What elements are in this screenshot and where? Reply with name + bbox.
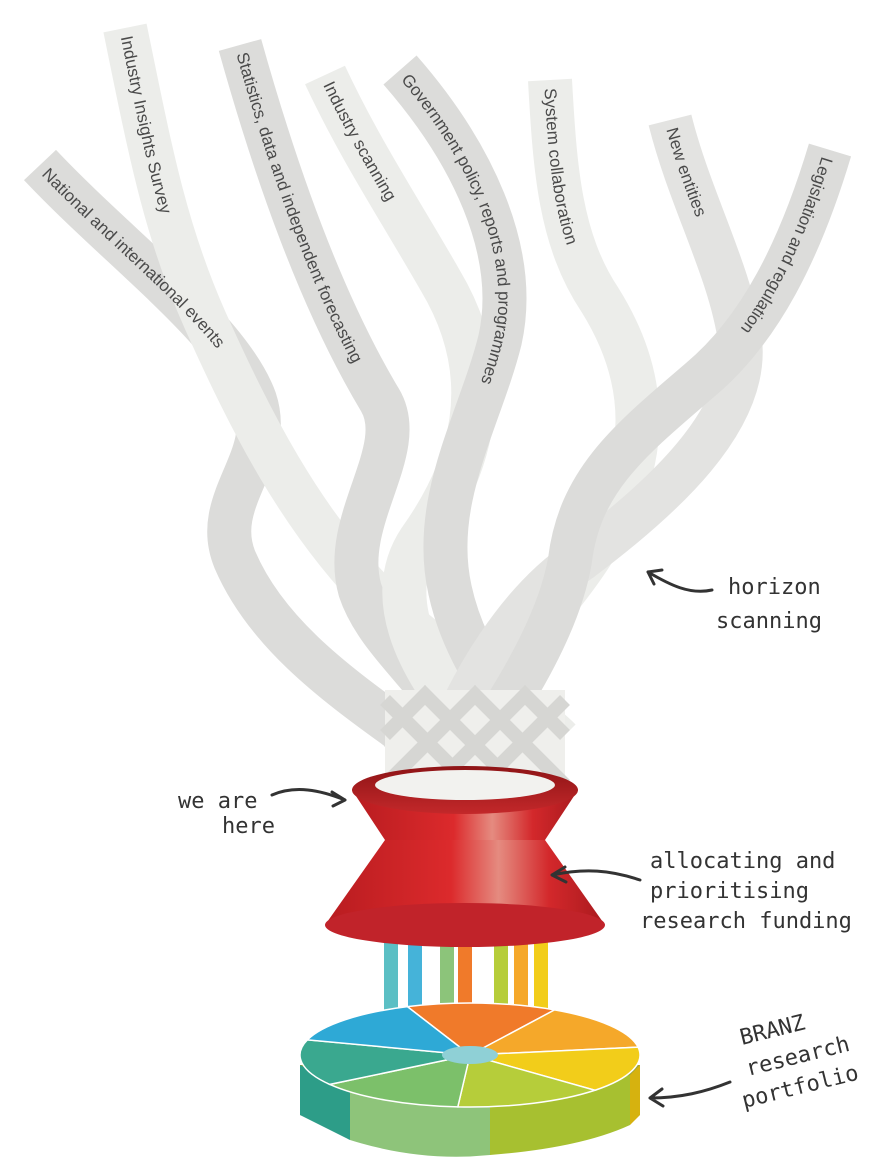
annotation-we-are-here: we are here xyxy=(178,789,345,839)
annotation-branz-portfolio: BRANZ research portfolio xyxy=(650,1011,861,1114)
funding-funnel xyxy=(325,766,605,947)
annotation-funding-line1: allocating and xyxy=(650,849,835,874)
arrow-icon xyxy=(648,570,712,591)
annotation-funding-line3: research funding xyxy=(640,909,852,934)
annotation-here-line1: we are xyxy=(178,789,257,814)
research-portfolio-pie xyxy=(300,1003,640,1157)
annotation-horizon-scanning: horizon scanning xyxy=(648,570,822,634)
annotation-horizon-line2: scanning xyxy=(716,609,822,634)
pie-top xyxy=(300,1003,640,1107)
ribbon-label-7: Legislation and regulation xyxy=(737,155,836,338)
pie-hub xyxy=(442,1046,498,1064)
annotation-funding-line2: prioritising xyxy=(650,879,809,904)
annotation-here-line2: here xyxy=(222,814,275,839)
arrow-icon xyxy=(272,790,345,806)
annotation-horizon-line1: horizon xyxy=(728,575,821,600)
arrow-icon xyxy=(650,1082,730,1106)
ribbons xyxy=(40,28,830,760)
